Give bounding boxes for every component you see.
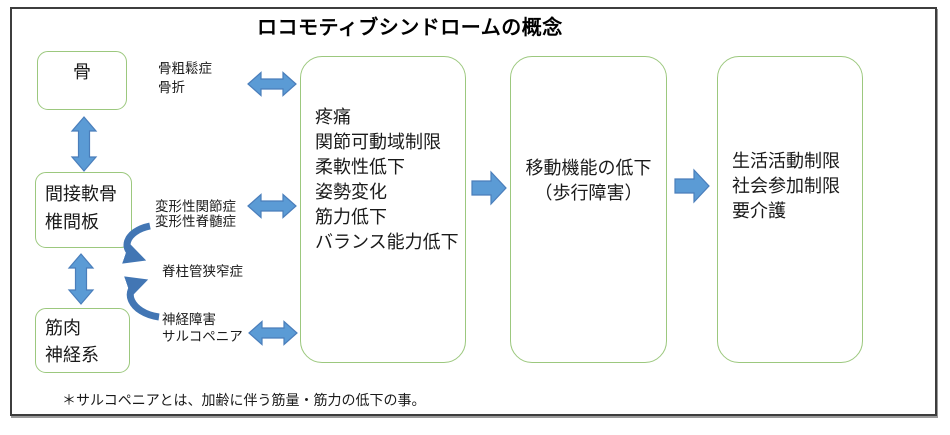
bone-cartilage-updown-arrow-icon <box>70 116 98 172</box>
symptoms-list: 疼痛 関節可動域制限 柔軟性低下 姿勢変化 筋力低下 バランス能力低下 <box>315 105 459 255</box>
muscle-nerve-box-line2: 神経系 <box>45 345 99 365</box>
arthrosis-stenosis-curved-arrow-icon <box>122 222 151 264</box>
symptoms-box: 疼痛 関節可動域制限 柔軟性低下 姿勢変化 筋力低下 バランス能力低下 <box>300 56 466 363</box>
mobility-text: 移動機能の低下 （歩行障害） <box>511 156 666 206</box>
symptom-posture: 姿勢変化 <box>315 182 387 202</box>
muscle-nerve-box: 筋肉 神経系 <box>35 308 130 373</box>
symptom-joint-range: 関節可動域制限 <box>315 132 441 152</box>
nerve-stenosis-curved-arrow-icon <box>124 276 160 321</box>
symptom-pain: 疼痛 <box>315 107 351 127</box>
arthrosis-label-line1: 変形性関節症 <box>155 199 236 214</box>
cartilage-box-line2: 椎間板 <box>45 212 99 232</box>
muscle-nerve-box-line1: 筋肉 <box>45 318 81 338</box>
nerve-disorder-label-line1: 神経障害 <box>162 312 216 327</box>
cartilage-box: 間接軟骨 椎間板 <box>35 172 132 248</box>
bone-symptoms-leftright-arrow-icon <box>247 71 297 97</box>
osteoporosis-label-line2: 骨折 <box>158 80 185 95</box>
symptom-balance: バランス能力低下 <box>315 232 459 252</box>
spinal-stenosis-label: 脊柱管狭窄症 <box>162 264 243 279</box>
osteoporosis-label-line1: 骨粗鬆症 <box>158 61 212 76</box>
nerve-symptoms-leftright-arrow-icon <box>248 320 298 346</box>
arthrosis-symptoms-leftright-arrow-icon <box>247 193 297 219</box>
bone-box-label: 骨 <box>73 62 91 82</box>
bone-box: 骨 <box>37 51 127 110</box>
life-limitation-text: 生活活動制限 社会参加制限 要介護 <box>732 149 840 224</box>
osteoporosis-label: 骨粗鬆症 骨折 <box>158 59 212 97</box>
life-limitation-line2: 社会参加制限 <box>732 176 840 196</box>
symptoms-to-mobility-right-arrow-icon <box>471 170 507 206</box>
arthrosis-label: 変形性関節症 変形性脊髄症 <box>155 199 236 229</box>
sarcopenia-footnote: ＊サルコペニアとは、加齢に伴う筋量・筋力の低下の事。 <box>62 392 426 408</box>
mobility-text-line1: 移動機能の低下 <box>525 158 652 178</box>
diagram-title: ロコモティブシンドロームの概念 <box>257 17 563 39</box>
mobility-box: 移動機能の低下 （歩行障害） <box>510 56 667 363</box>
mobility-text-line2: （歩行障害） <box>534 183 643 203</box>
mobility-to-life-right-arrow-icon <box>674 168 710 204</box>
life-limitation-box: 生活活動制限 社会参加制限 要介護 <box>717 56 863 363</box>
nerve-disorder-label-line2: サルコペニア <box>162 329 243 344</box>
symptom-strength: 筋力低下 <box>315 207 387 227</box>
life-limitation-line1: 生活活動制限 <box>732 151 840 171</box>
cartilage-box-line1: 間接軟骨 <box>45 184 117 204</box>
symptom-flexibility: 柔軟性低下 <box>315 157 405 177</box>
arthrosis-label-line2: 変形性脊髄症 <box>155 214 236 229</box>
cartilage-muscle-updown-arrow-icon <box>67 253 95 305</box>
life-limitation-line3: 要介護 <box>732 201 786 221</box>
nerve-disorder-label: 神経障害 サルコペニア <box>162 311 243 345</box>
